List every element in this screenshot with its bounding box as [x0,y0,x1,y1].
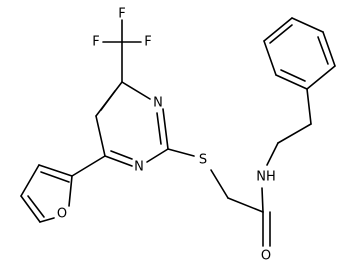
bond-ph-5 [263,40,277,76]
atom-carbonyl-oxygen: O [261,249,271,264]
bond-ph-1 [306,65,336,90]
furan-ring [20,155,106,223]
bond-carbonyl-n [261,187,264,213]
bond-ph-6-double [280,69,306,82]
bond-ph-6 [275,74,308,90]
bond-c2-s [167,148,195,157]
atom-fluorine-top: F [118,7,125,22]
atom-fluorine-right: F [144,35,151,50]
bond-ph-4 [263,17,293,42]
bond-fur-c2-c3 [38,164,73,177]
bond-fur-c4-c5 [20,195,41,223]
bond-c4-c5-double [100,90,116,111]
bond-ch2-carbonyl [227,197,264,213]
atom-oxygen-furan: O [57,207,67,222]
atom-nitrogen-lower: N [134,160,144,175]
bond-fur-c4-c5-double [27,195,45,218]
bond-c6-furan [71,155,106,177]
bond-ph-4-double [269,24,293,44]
thioether-linker [167,148,229,199]
atom-sulfur: S [199,153,207,168]
bond-c4-n3 [121,81,151,100]
pyrimidine-ring [95,81,169,167]
bond-n-ch2 [266,142,279,166]
phenyl-ring [263,17,336,90]
bond-ph-2-double [317,36,329,65]
bond-ph-2 [322,31,336,67]
bond-ph-3 [291,17,324,33]
bond-n1-c6 [104,155,133,167]
bond-c6-c5 [95,115,106,157]
atom-nitrogen-upper: N [153,96,163,111]
bond-c2-n1 [146,148,169,163]
bond-fur-c2-c3-double [40,171,70,183]
bond-n3-c2 [162,108,169,150]
bond-ch2-phenyl [306,88,312,125]
trifluoromethyl-group [102,19,142,83]
bond-n1-c6-double [110,150,133,160]
bond-fur-c5-o [39,217,55,223]
bond-ch2-ch2 [277,123,312,144]
bond-fur-o-c2 [68,175,73,207]
bond-s-ch2 [210,169,229,199]
bond-fur-c3-c4 [20,164,40,197]
amide-group [227,88,312,247]
atom-fluorine-left: F [92,35,99,50]
atom-amide-nitrogen: NH [256,170,276,185]
bond-n3-c2-double [156,112,162,145]
